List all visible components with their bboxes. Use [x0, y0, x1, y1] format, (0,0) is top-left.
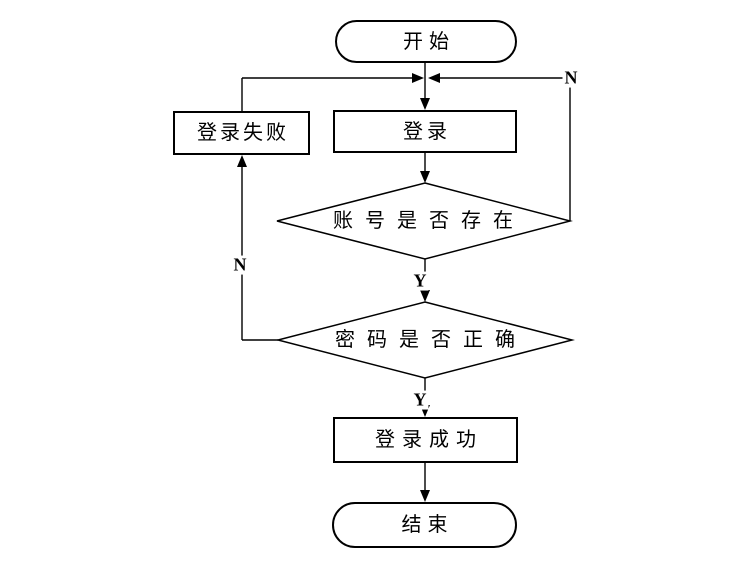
arrowhead-left-junction	[428, 73, 440, 83]
edge-label-y-password: Y	[411, 389, 429, 410]
decision-check-account-label: 账号是否存在	[333, 210, 525, 232]
arrowhead-down-login	[420, 98, 430, 110]
edge-label-y-account: Y	[411, 270, 429, 291]
node-start-label: 开始	[403, 30, 455, 53]
decision-check-password-shape	[275, 301, 575, 379]
arrowhead-right-junction	[412, 73, 424, 83]
edge-label-n-account: N	[562, 67, 580, 88]
node-start: 开始	[335, 20, 517, 63]
node-end-label: 结束	[401, 514, 454, 536]
node-login-success: 登录成功	[333, 417, 518, 463]
node-login-fail: 登录失败	[173, 111, 310, 155]
node-login-success-label: 登录成功	[375, 429, 483, 451]
arrowhead-down-account	[420, 171, 430, 183]
arrowhead-down-password	[420, 290, 430, 302]
node-login-fail-label: 登录失败	[197, 122, 289, 144]
edge-label-n-password: N	[231, 254, 249, 275]
node-end: 结束	[332, 502, 517, 548]
node-login-label: 登录	[403, 120, 451, 143]
arrowhead-up-fail	[237, 155, 247, 167]
arrowhead-down-end	[420, 490, 430, 502]
decision-check-password-label: 密码是否正确	[335, 329, 527, 351]
node-login: 登录	[333, 110, 517, 153]
decision-check-account-shape	[276, 182, 573, 260]
